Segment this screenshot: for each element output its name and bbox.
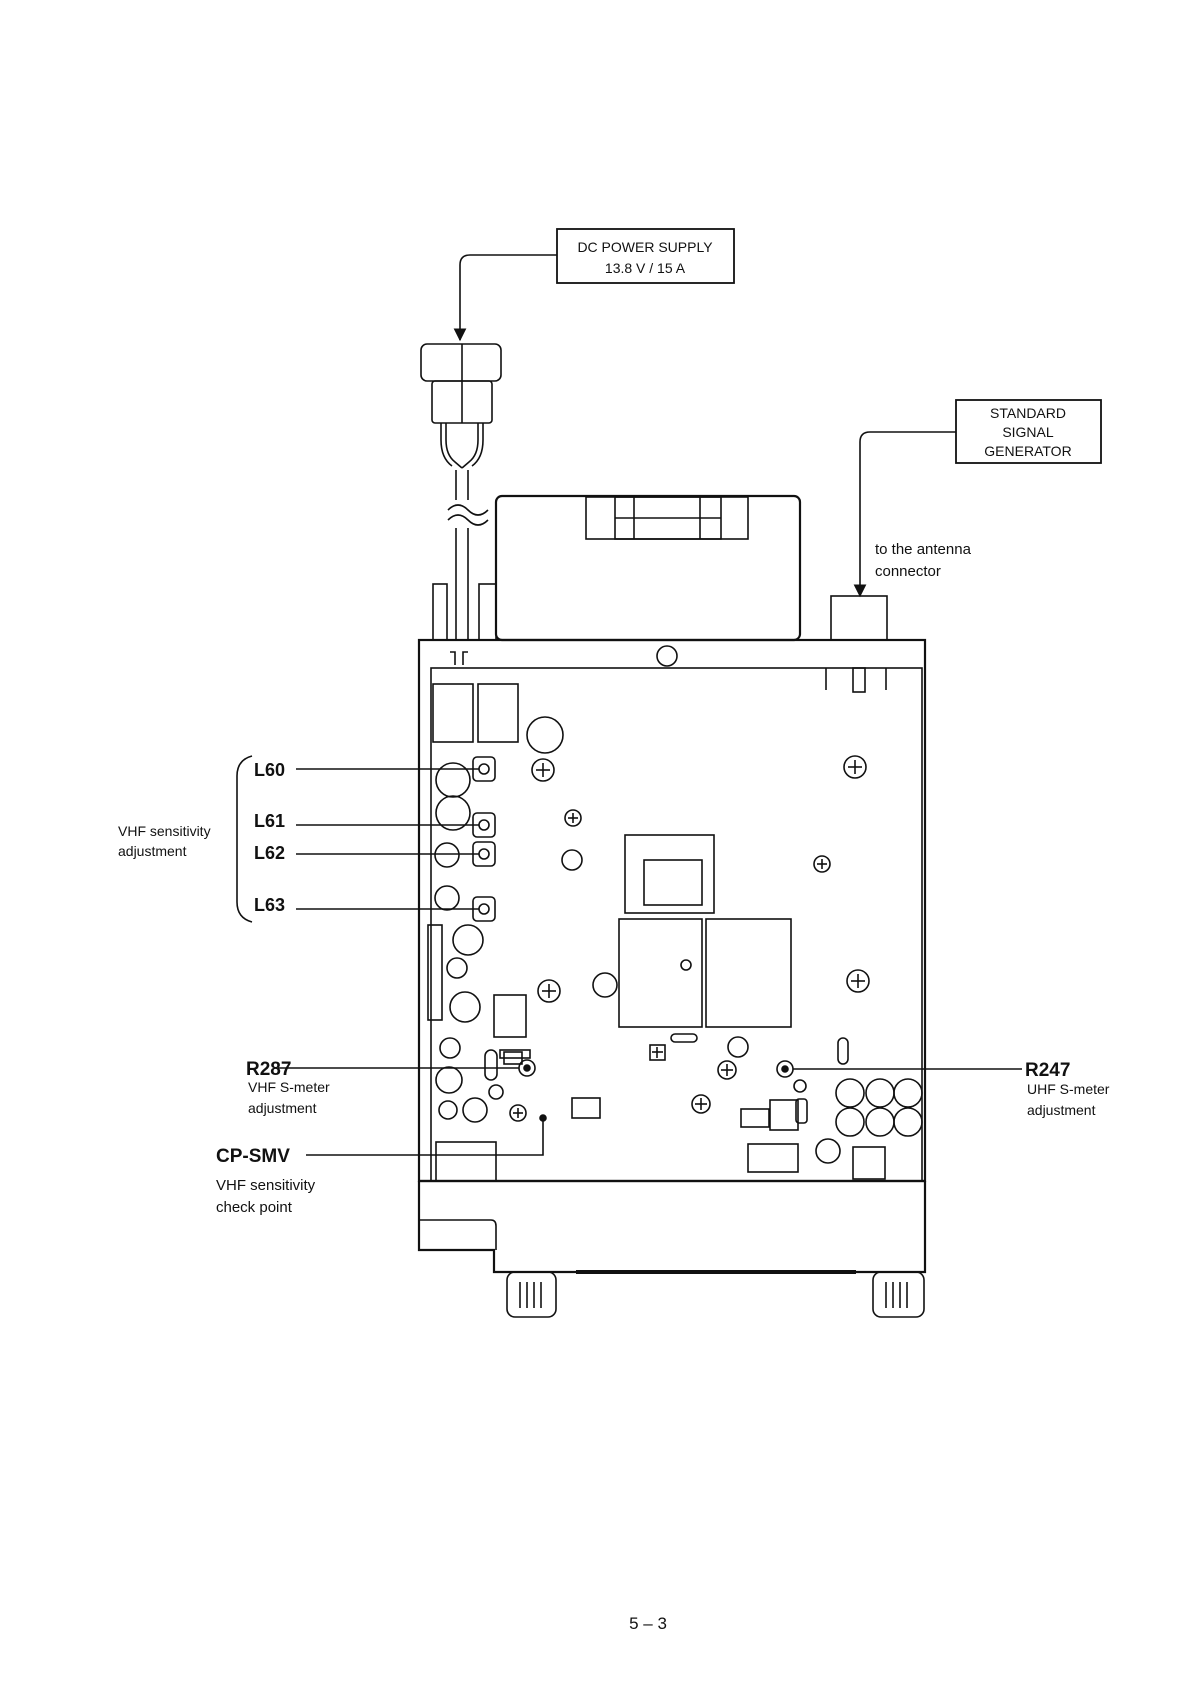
vhf-group-label-line1: VHF sensitivity <box>118 823 211 839</box>
label-l63: L63 <box>254 895 285 915</box>
r287-desc-line2: adjustment <box>248 1100 317 1116</box>
vhf-group-label-line2: adjustment <box>118 843 187 859</box>
label-r247: R247 <box>1025 1060 1070 1081</box>
screw-markers <box>509 755 870 1122</box>
ssg-label-line1: STANDARD <box>990 405 1066 421</box>
trimmer-r247[interactable] <box>776 1060 794 1078</box>
dc-power-label-line1: DC POWER SUPPLY <box>577 239 713 255</box>
cp-smv-desc-line2: check point <box>216 1199 293 1216</box>
check-point-cp-smv[interactable] <box>539 1114 547 1122</box>
ssg-label-line2: SIGNAL <box>1002 424 1054 440</box>
page-number: 5 – 3 <box>629 1614 667 1633</box>
ssg-label-line3: GENERATOR <box>984 443 1071 459</box>
antenna-note-line1: to the antenna <box>875 541 972 558</box>
chassis <box>417 638 927 1274</box>
dc-power-label-line2: 13.8 V / 15 A <box>605 260 686 276</box>
pcb-components <box>427 667 923 1182</box>
antenna-connector <box>830 595 888 641</box>
cp-smv-desc-line1: VHF sensitivity <box>216 1177 316 1194</box>
label-cp-smv: CP-SMV <box>216 1146 290 1167</box>
r287-desc-line1: VHF S-meter <box>248 1079 330 1095</box>
dc-power-supply-box <box>556 228 735 284</box>
r247-desc-line1: UHF S-meter <box>1027 1081 1110 1097</box>
label-l62: L62 <box>254 843 285 863</box>
leader-cp-smv <box>306 1121 544 1156</box>
label-l60: L60 <box>254 760 285 780</box>
label-r287: R287 <box>246 1059 291 1080</box>
r247-desc-line2: adjustment <box>1027 1102 1096 1118</box>
dc-power-plug <box>420 343 502 640</box>
vhf-group-bracket <box>236 755 253 923</box>
top-module <box>494 494 802 642</box>
antenna-note-line2: connector <box>875 563 941 580</box>
chassis-feet <box>506 1270 925 1318</box>
trimmer-r287[interactable] <box>518 1059 536 1077</box>
signal-generator-lead-line <box>853 431 956 598</box>
label-l61: L61 <box>254 811 285 831</box>
rear-pins <box>432 583 497 641</box>
dc-power-lead-line <box>453 254 557 342</box>
